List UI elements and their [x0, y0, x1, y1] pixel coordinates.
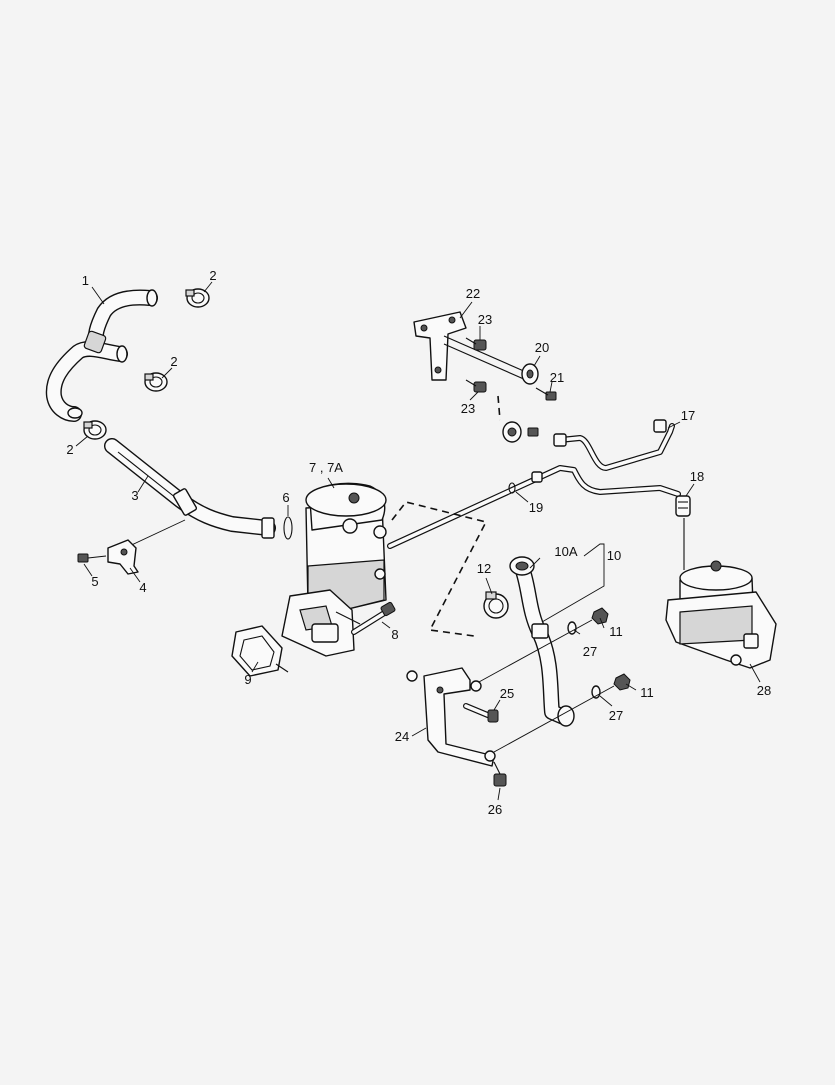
washer-27a [567, 621, 577, 635]
bolt-21 [535, 387, 557, 401]
clamp-20 [521, 363, 539, 385]
hose-assembly-1 [45, 289, 158, 422]
callout-12: 12 [477, 561, 491, 576]
pipe-10 [509, 556, 575, 727]
callout-28: 28 [757, 683, 771, 698]
callout-27b: 27 [609, 708, 623, 723]
hose-clamp-2c [83, 420, 107, 440]
callout-6: 6 [282, 490, 289, 505]
bolt-26 [493, 761, 507, 787]
filter-housing-28 [665, 518, 777, 669]
callout-18: 18 [690, 469, 704, 484]
bolt-23b [465, 379, 487, 393]
callout-11a: 11 [609, 624, 623, 639]
pump-assembly-7 [281, 482, 387, 657]
bolt-5 [77, 553, 107, 563]
callout-27a: 27 [583, 644, 597, 659]
dashed-connection-guide [391, 395, 501, 637]
callout-26: 26 [488, 802, 502, 817]
fitting-18 [675, 495, 691, 517]
callout-23a: 23 [478, 312, 492, 327]
callout-19: 19 [529, 500, 543, 515]
bolt-23a [465, 337, 487, 351]
callout-2a: 2 [209, 268, 216, 283]
bolt-8 [351, 601, 396, 635]
nut-11a [591, 607, 609, 625]
callout-20: 20 [535, 340, 549, 355]
callout-5: 5 [91, 574, 98, 589]
callout-2b: 2 [170, 354, 177, 369]
callout-8: 8 [391, 627, 398, 642]
callout-17: 17 [681, 408, 695, 423]
callout-3: 3 [131, 488, 138, 503]
callout-24: 24 [395, 729, 409, 744]
callout-10: 10 [607, 548, 621, 563]
gasket-9 [231, 625, 289, 677]
callout-22: 22 [466, 286, 480, 301]
o-ring-19 [508, 482, 516, 494]
callout-2c: 2 [66, 442, 73, 457]
bracket-4 [107, 539, 139, 575]
hose-clamp-2b [144, 372, 168, 392]
callout-7-7a: 7 , 7A [309, 460, 343, 475]
tube-assembly-17 [387, 419, 681, 549]
leader-lines [75, 281, 761, 801]
bracket-24 [406, 667, 496, 767]
callout-labels: 1 2 2 2 3 4 5 6 7 , 7A 8 9 10 10A 11 11 … [66, 268, 771, 817]
callout-11b: 11 [640, 685, 654, 700]
pipe-3 [104, 438, 276, 549]
hose-clamp-12 [483, 591, 509, 619]
bracket-22 [413, 311, 527, 381]
callout-23b: 23 [461, 401, 475, 416]
callout-1: 1 [82, 273, 89, 288]
clip-fitting [502, 421, 539, 443]
callout-10a: 10A [554, 544, 577, 559]
o-ring-6 [283, 516, 293, 540]
callout-25: 25 [500, 686, 514, 701]
callout-9: 9 [244, 672, 251, 687]
bolt-25 [463, 703, 499, 723]
hose-clamp-2a [185, 288, 210, 308]
nut-11b [613, 673, 631, 691]
callout-4: 4 [139, 580, 146, 595]
callout-21: 21 [550, 370, 564, 385]
